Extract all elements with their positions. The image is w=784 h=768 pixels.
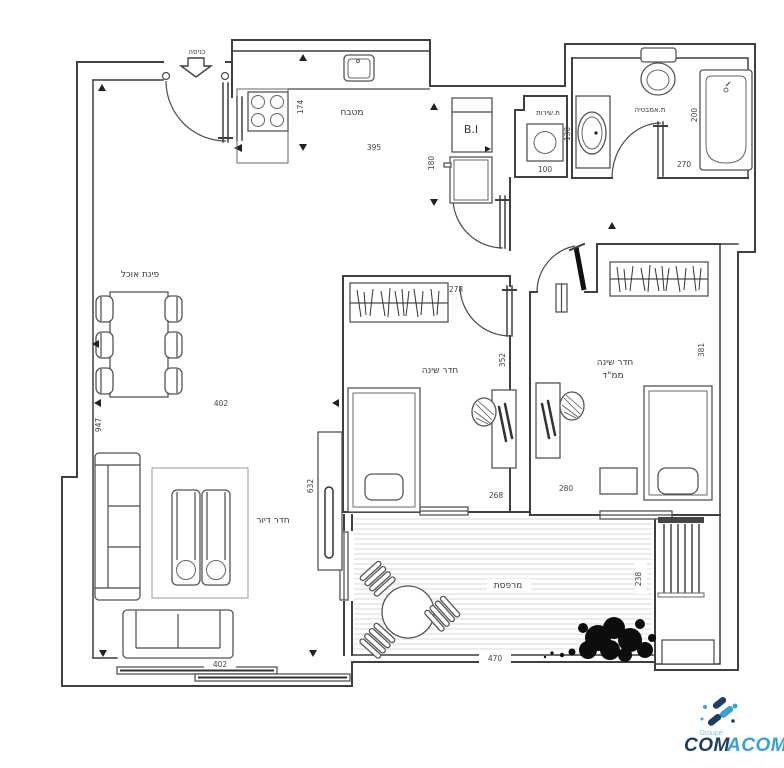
logo-acom-text: ACOM bbox=[726, 735, 784, 756]
interior-walls bbox=[231, 57, 749, 663]
nightstand bbox=[599, 467, 638, 495]
dim-dining-width: 402 bbox=[214, 399, 229, 408]
logo-groupe-text: Groupe bbox=[699, 730, 722, 737]
desk-chair bbox=[559, 391, 585, 421]
dining-chairs bbox=[95, 295, 183, 395]
dim-kitchen-length: 395 bbox=[367, 143, 382, 152]
saferoom-window bbox=[555, 283, 568, 313]
builtin-label: B.I bbox=[464, 123, 478, 136]
closet bbox=[349, 282, 449, 323]
lounge-chair bbox=[171, 489, 201, 586]
window-bedroom1 bbox=[419, 506, 469, 516]
saferoom-label-2: ממ"ד bbox=[602, 371, 623, 381]
dim-bath-width: 270 bbox=[677, 160, 692, 169]
sofa-long bbox=[94, 452, 141, 601]
dim-living-depth: 632 bbox=[306, 479, 315, 494]
dim-wc-depth: 130 bbox=[563, 127, 572, 142]
dim-living-width: 402 bbox=[213, 660, 228, 669]
built-in-cabinet bbox=[451, 97, 493, 153]
bathroom-door bbox=[611, 121, 668, 179]
exterior-walls bbox=[61, 39, 756, 687]
washing-machine bbox=[526, 123, 564, 162]
kitchen-sink bbox=[343, 54, 375, 82]
terrace-chair bbox=[359, 622, 396, 659]
dim-bedroom1-width: 268 bbox=[489, 491, 504, 500]
stove bbox=[247, 91, 289, 132]
bed bbox=[643, 385, 713, 501]
terrace-chair bbox=[424, 595, 461, 632]
entrance-label: כניסה bbox=[188, 48, 205, 56]
desk-chair bbox=[471, 397, 497, 427]
dim-terrace-width: 470 bbox=[488, 654, 503, 663]
rug bbox=[151, 467, 249, 599]
desk bbox=[535, 382, 561, 459]
bathtub bbox=[699, 69, 753, 171]
dim-kitchen-counter: 174 bbox=[296, 100, 305, 115]
comacom-logo-icon bbox=[700, 697, 738, 726]
dining-label: פינת אוכל bbox=[121, 270, 160, 280]
lounge-chair bbox=[201, 489, 231, 586]
dim-hall-width: 180 bbox=[427, 156, 436, 171]
comacom-logo: Groupe COM ACOM bbox=[684, 697, 784, 756]
dimension-marks bbox=[92, 54, 616, 657]
saferoom-door bbox=[536, 242, 587, 293]
ladder bbox=[657, 517, 705, 598]
entrance-arrow-icon bbox=[178, 57, 214, 78]
dim-bedroom1-depth: 352 bbox=[498, 353, 507, 368]
bathroom-sink bbox=[575, 95, 611, 169]
terrace-label: מרפסת bbox=[494, 581, 523, 591]
window-saferoom bbox=[599, 510, 673, 520]
bathroom-label: ת.אמבטיה bbox=[635, 106, 666, 114]
kitchen-label: מטבח bbox=[340, 108, 363, 118]
bedroom-door bbox=[459, 285, 517, 337]
dim-closet-width: 278 bbox=[449, 285, 464, 294]
saferoom-label-1: חדר שינה bbox=[597, 358, 634, 368]
closet bbox=[609, 261, 709, 297]
terrace-chair bbox=[359, 560, 396, 597]
storage-box bbox=[661, 639, 715, 665]
dim-terrace-depth: 238 bbox=[634, 572, 643, 587]
plant bbox=[543, 617, 656, 662]
dim-apartment-depth: 947 bbox=[94, 418, 103, 433]
bedroom1-label: חדר שינה bbox=[422, 366, 459, 376]
dim-bath-depth: 200 bbox=[690, 108, 699, 123]
hall-door bbox=[452, 195, 510, 249]
dining-table bbox=[109, 291, 169, 398]
tv-console bbox=[317, 431, 343, 571]
desk bbox=[491, 389, 517, 469]
refrigerator bbox=[443, 156, 493, 204]
dim-saferoom-width: 280 bbox=[559, 484, 574, 493]
toilet bbox=[640, 47, 677, 96]
sofa-short bbox=[122, 609, 234, 659]
dim-wc-width: 100 bbox=[538, 165, 553, 174]
logo-com-text: COM bbox=[684, 735, 731, 756]
dim-saferoom-depth: 381 bbox=[697, 343, 706, 358]
pocket-door bbox=[234, 96, 243, 152]
bed bbox=[347, 387, 421, 513]
living-label: חדר דיור bbox=[256, 516, 289, 526]
entrance-door bbox=[161, 71, 233, 143]
wc-label: ת.שירות bbox=[536, 109, 560, 117]
sliding-door-living bbox=[116, 666, 351, 682]
